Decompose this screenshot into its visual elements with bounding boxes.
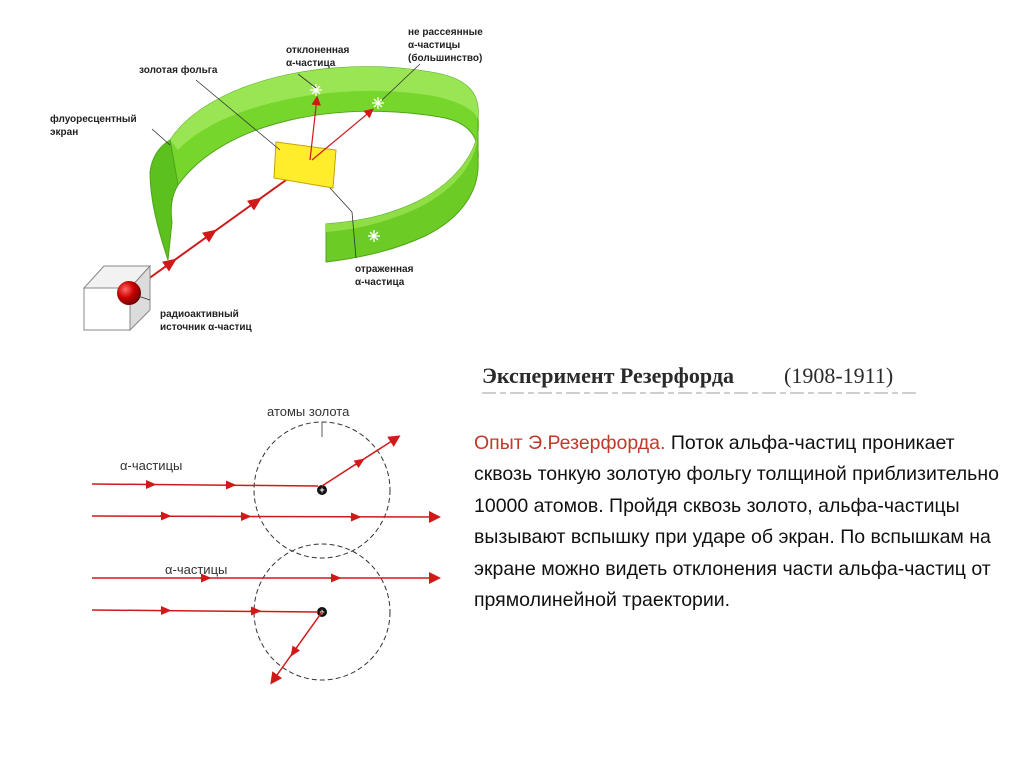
label-no-scatter-2: α-частицы: [408, 40, 460, 51]
label-alpha-1: α-частицы: [120, 458, 182, 473]
description-lead: Опыт Э.Резерфорда.: [474, 432, 666, 454]
label-reflected-2: α-частица: [355, 277, 405, 288]
svg-text:+: +: [319, 485, 324, 495]
radioactive-source: [82, 264, 152, 332]
label-alpha-2: α-частицы: [165, 562, 227, 577]
label-atoms: атомы золота: [267, 404, 350, 419]
title-years: (1908-1911): [784, 363, 893, 388]
title-text: Эксперимент Резерфорда: [482, 363, 734, 388]
label-source-2: источник α-частиц: [160, 322, 253, 333]
label-gold-foil: золотая фольга: [139, 64, 218, 76]
gold-atom-1: [253, 421, 391, 559]
fluorescent-screen-ring: [149, 66, 479, 263]
label-deflected-2: α-частица: [286, 58, 336, 69]
label-source-1: радиоактивный: [160, 309, 239, 320]
label-no-scatter-3: (большинство): [408, 52, 482, 64]
description-text: Опыт Э.Резерфорда. Поток альфа-частиц пр…: [474, 428, 1014, 616]
flash-marks: [310, 84, 384, 242]
label-reflected-1: отраженная: [355, 264, 414, 275]
alpha-beam: [129, 169, 301, 293]
nucleus-1: +: [317, 485, 327, 495]
leader-lines: [137, 63, 421, 301]
title-group: Эксперимент Резерфорда (1908-1911): [482, 363, 920, 394]
label-deflected-1: отклоненная: [286, 45, 349, 56]
label-screen-1: флуоресцентный: [50, 113, 137, 125]
scattered-paths: [309, 95, 374, 161]
alpha-trajectories: [91, 435, 441, 685]
description-body: Поток альфа-частиц проникает сквозь тонк…: [474, 432, 999, 612]
gold-atom-2: [253, 543, 391, 681]
label-screen-2: экран: [50, 127, 78, 138]
label-no-scatter-1: не рассеянные: [408, 27, 483, 38]
